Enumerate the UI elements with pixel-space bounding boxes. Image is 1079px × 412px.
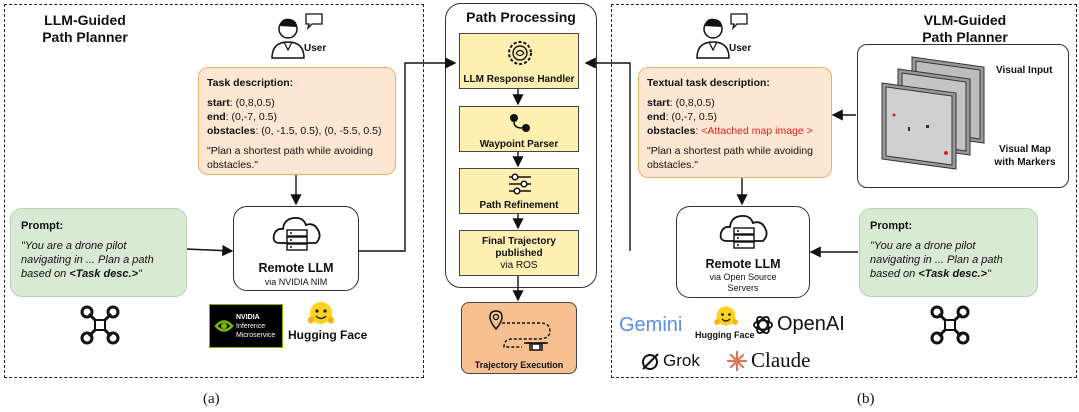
prompt-box: Prompt: "You are a drone pilot navigatin… <box>10 208 187 297</box>
task-obstacles-line: obstacles: (0, -1.5, 0.5), (0, -5.5, 0.5… <box>207 125 382 137</box>
visual-input-label: Visual Input <box>996 65 1053 76</box>
task-instruction: "Plan a shortest path while avoiding obs… <box>647 145 813 171</box>
prompt-text: "You are a drone pilot navigating in ...… <box>870 240 1003 280</box>
drone-icon <box>80 305 120 345</box>
final-trajectory-line1: Final Trajectory <box>482 236 556 247</box>
final-trajectory-line2: published <box>495 248 543 259</box>
llm-response-handler-step: LLM Response Handler <box>459 33 579 89</box>
visual-input-box: Visual Input Visual Map with Markers <box>857 44 1069 188</box>
prompt-box: Prompt: "You are a drone pilot navigatin… <box>859 208 1038 297</box>
remote-llm-box: Remote LLM via NVIDIA NIM <box>233 206 359 291</box>
brain-gear-icon <box>508 41 532 65</box>
right-panel <box>611 4 1077 378</box>
user-label: User <box>729 43 752 54</box>
final-trajectory-line3: via ROS <box>500 260 538 271</box>
huggingface-logo: Hugging Face <box>695 305 757 345</box>
trajectory-execution-box: Trajectory Execution <box>461 302 577 374</box>
path-refinement-label: Path Refinement <box>479 200 559 211</box>
nvidia-nim-logo: NVIDIA Inference Microservice <box>209 304 283 348</box>
task-start-line: start: (0,8,0.5) <box>207 97 275 109</box>
prompt-heading: Prompt: <box>870 220 913 232</box>
textual-task-description-box: Textual task description: start: (0,8,0.… <box>638 67 832 178</box>
remote-llm-subtitle: via Open Source Servers <box>709 272 777 293</box>
cloud-server-icon <box>719 214 768 249</box>
path-processing-title: Path Processing <box>466 9 576 25</box>
task-end-line: end: (0,-7, 0.5) <box>647 111 718 123</box>
task-obstacles-line: obstacles: <Attached map image > <box>647 125 813 137</box>
openai-icon <box>753 315 773 335</box>
user-label: User <box>304 43 327 54</box>
cloud-server-icon <box>272 216 321 251</box>
user-icon <box>268 12 328 62</box>
remote-llm-box: Remote LLM via Open Source Servers <box>676 206 810 298</box>
task-heading: Task description: <box>207 77 294 89</box>
waypoint-parser-step: Waypoint Parser <box>459 106 579 152</box>
huggingface-logo: Hugging Face <box>288 300 388 346</box>
caption-b: (b) <box>857 391 875 407</box>
prompt-text: "You are a drone pilot navigating in ...… <box>21 240 154 280</box>
trajectory-drone-icon <box>489 310 551 351</box>
path-processing-panel <box>445 3 597 288</box>
task-heading: Textual task description: <box>647 77 770 89</box>
left-panel <box>4 4 424 378</box>
visual-map-label: Visual Map with Markers <box>994 144 1056 168</box>
waypoint-icon <box>510 114 530 132</box>
drone-icon <box>930 305 970 345</box>
claude-icon <box>726 350 748 372</box>
remote-llm-title: Remote LLM <box>705 257 781 271</box>
user-icon <box>693 12 753 62</box>
caption-a: (a) <box>203 391 220 407</box>
task-start-line: start: (0,8,0.5) <box>647 97 715 109</box>
path-refinement-step: Path Refinement <box>459 168 579 214</box>
task-instruction: "Plan a shortest path while avoiding obs… <box>207 145 373 171</box>
waypoint-parser-label: Waypoint Parser <box>479 139 559 150</box>
left-panel-title: LLM-Guided Path Planner <box>42 12 128 45</box>
prompt-heading: Prompt: <box>21 220 64 232</box>
llm-response-handler-label: LLM Response Handler <box>463 74 575 85</box>
remote-llm-subtitle: via NVIDIA NIM <box>264 277 328 287</box>
grok-icon <box>642 353 659 370</box>
final-trajectory-step: Final Trajectory published via ROS <box>459 230 579 276</box>
task-description-box: Task description: start: (0,8,0.5) end: … <box>198 67 396 175</box>
task-end-line: end: (0,-7, 0.5) <box>207 111 278 123</box>
map-stack-image <box>881 56 985 170</box>
trajectory-execution-label: Trajectory Execution <box>474 360 564 370</box>
sliders-icon <box>509 173 531 195</box>
gemini-logo: Gemini <box>619 314 683 336</box>
remote-llm-title: Remote LLM <box>258 261 334 275</box>
right-panel-title: VLM-Guided Path Planner <box>922 12 1008 45</box>
